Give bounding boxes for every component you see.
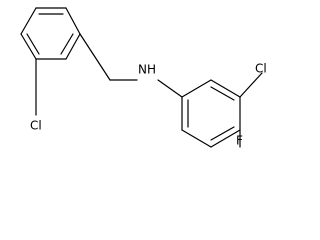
- bond: [181, 79, 212, 98]
- structure-canvas: NH Cl Cl F: [20, 7, 267, 148]
- bond: [65, 33, 81, 60]
- bond-ring-to-ch2: [79, 33, 111, 81]
- bond-to-chloro-right: [239, 72, 263, 98]
- bond: [210, 129, 241, 148]
- atom-label-amine: NH: [138, 63, 156, 77]
- double-bond-inner: [60, 33, 74, 55]
- left-benzene-ring: [20, 7, 81, 60]
- bond: [181, 129, 212, 148]
- double-bond-inner: [210, 86, 235, 101]
- atom-label-chloro-right: Cl: [255, 62, 267, 76]
- bond: [65, 7, 81, 35]
- double-bond-inner: [26, 33, 40, 55]
- bond: [210, 79, 241, 98]
- bond: [20, 33, 37, 60]
- right-benzene-ring: [181, 79, 241, 148]
- bond: [20, 7, 37, 35]
- double-bond-inner: [210, 126, 235, 141]
- atom-label-fluoro: F: [236, 134, 243, 148]
- atom-label-chloro-left: Cl: [30, 119, 42, 133]
- molecule-drawing: NH Cl Cl F: [20, 7, 267, 148]
- bond-n-to-ring: [157, 79, 183, 98]
